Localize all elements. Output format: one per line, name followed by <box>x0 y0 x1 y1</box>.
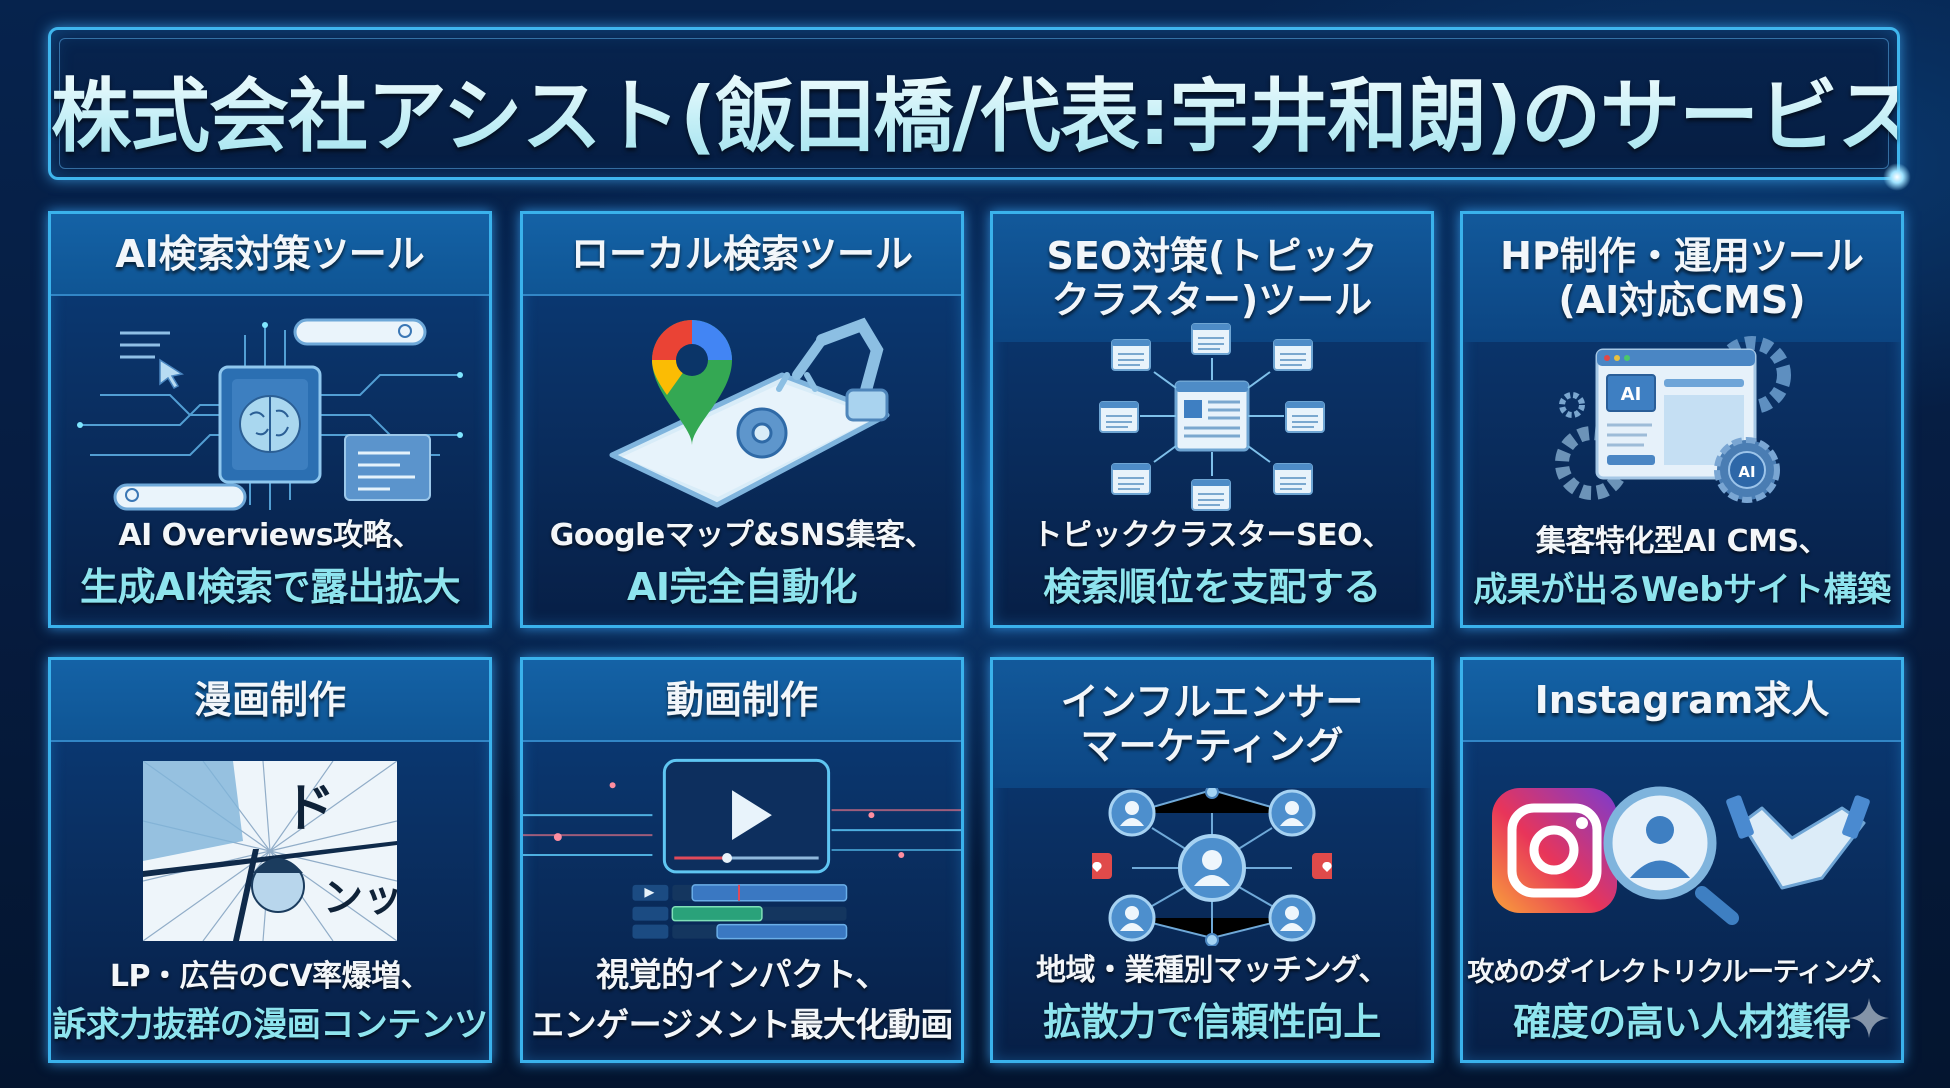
service-card-instagram-recruit[interactable]: Instagram求人 <box>1460 657 1904 1063</box>
card-description: 地域・業種別マッチング、 拡散力で信頼性向上 <box>993 945 1431 1046</box>
card-description-line2: 検索順位を支配する <box>1043 565 1381 609</box>
card-title: ローカル検索ツール <box>570 232 913 276</box>
card-description: AI Overviews攻略、 生成AI検索で露出拡大 <box>51 510 489 611</box>
svg-text:AI: AI <box>1738 463 1755 481</box>
card-description-line1: LP・広告のCV率爆増、 <box>109 959 431 994</box>
card-description-line2: AI完全自動化 <box>626 565 858 609</box>
handshake-icon <box>1726 795 1870 890</box>
service-card-local-search[interactable]: ローカル検索ツール <box>520 211 964 628</box>
card-title: 動画制作 <box>665 678 818 722</box>
card-title: SEO対策(トピック クラスター)ツール <box>1046 234 1378 322</box>
card-description: 視覚的インパクト、 エンゲージメント最大化動画 <box>523 948 961 1046</box>
card-description-line1: 攻めのダイレクトリクルーティング、 <box>1467 957 1898 988</box>
glow-sparkle <box>1883 163 1911 191</box>
card-header: 動画制作 <box>523 660 961 742</box>
card-description: 集客特化型AI CMS、 成果が出るWebサイト構築 <box>1463 516 1901 611</box>
topic-cluster-pages-icon <box>993 322 1431 522</box>
video-player-timeline-icon <box>523 755 961 945</box>
svg-text:AI: AI <box>1621 384 1642 405</box>
card-header: AI検索対策ツール <box>51 214 489 296</box>
card-description-line1: 地域・業種別マッチング、 <box>1036 953 1388 988</box>
ai-cms-browser-gears-icon: AI AI <box>1463 332 1901 522</box>
card-description-line1: Googleマップ&SNS集客、 <box>549 518 935 553</box>
sparkle-icon <box>1849 998 1889 1038</box>
service-card-hp-cms[interactable]: HP制作・運用ツール (AI対応CMS) AI AI <box>1460 211 1904 628</box>
card-description-line1: トピッククラスターSEO、 <box>1032 518 1392 553</box>
card-title: HP制作・運用ツール (AI対応CMS) <box>1500 234 1864 322</box>
card-description-line2: 拡散力で信頼性向上 <box>1043 1000 1381 1044</box>
map-pin-robot-arm-smartphone-icon <box>523 302 961 522</box>
card-title: 漫画制作 <box>193 678 346 722</box>
svg-text:ド: ド <box>283 779 335 839</box>
card-description: 攻めのダイレクトリクルーティング、 確度の高い人材獲得 <box>1463 950 1901 1046</box>
card-description-line2: エンゲージメント最大化動画 <box>531 1005 953 1044</box>
magnifier-person-icon <box>1603 786 1739 925</box>
card-title: AI検索対策ツール <box>115 232 425 276</box>
svg-text:ンッ: ンッ <box>323 875 397 921</box>
card-description-line2: 訴求力抜群の漫画コンテンツ <box>52 1005 488 1045</box>
card-header: HP制作・運用ツール (AI対応CMS) <box>1463 214 1901 342</box>
service-card-video[interactable]: 動画制作 <box>520 657 964 1063</box>
card-description: LP・広告のCV率爆増、 訴求力抜群の漫画コンテンツ <box>51 951 489 1046</box>
card-title: インフルエンサー マーケティング <box>1060 680 1364 768</box>
card-header: 漫画制作 <box>51 660 489 742</box>
title-banner: 株式会社アシスト(飯田橋/代表:宇井和朗)のサービス <box>48 27 1917 191</box>
service-card-influencer-marketing[interactable]: インフルエンサー マーケティング <box>990 657 1434 1063</box>
service-card-seo-topic-cluster[interactable]: SEO対策(トピック クラスター)ツール <box>990 211 1434 628</box>
card-description-line2: 成果が出るWebサイト構築 <box>1473 570 1891 610</box>
card-description-line2: 確度の高い人材獲得 <box>1513 1000 1851 1044</box>
card-header: ローカル検索ツール <box>523 214 961 296</box>
card-description-line1: 集客特化型AI CMS、 <box>1535 524 1829 559</box>
card-description-line1: AI Overviews攻略、 <box>118 518 422 553</box>
card-description-line1: 視覚的インパクト、 <box>596 955 888 994</box>
card-header: Instagram求人 <box>1463 660 1901 742</box>
card-description-line2: 生成AI検索で露出拡大 <box>79 565 461 609</box>
instagram-search-handshake-icon <box>1463 778 1901 928</box>
service-card-manga[interactable]: 漫画制作 ド ンッ LP・広告のCV率爆増、 訴求力抜群の漫画コンテンツ <box>48 657 492 1063</box>
card-description: トピッククラスターSEO、 検索順位を支配する <box>993 510 1431 611</box>
manga-panel-icon: ド ンッ <box>51 760 489 942</box>
ai-chip-brain-search-icon <box>51 302 489 522</box>
service-card-ai-search[interactable]: AI検索対策ツール <box>48 211 492 628</box>
card-title: Instagram求人 <box>1534 678 1830 722</box>
card-header: インフルエンサー マーケティング <box>993 660 1431 788</box>
card-description: Googleマップ&SNS集客、 AI完全自動化 <box>523 510 961 611</box>
page-title: 株式会社アシスト(飯田橋/代表:宇井和朗)のサービス <box>51 52 1917 168</box>
influencer-network-icon <box>993 788 1431 946</box>
instagram-icon <box>1492 788 1617 913</box>
card-header: SEO対策(トピック クラスター)ツール <box>993 214 1431 342</box>
